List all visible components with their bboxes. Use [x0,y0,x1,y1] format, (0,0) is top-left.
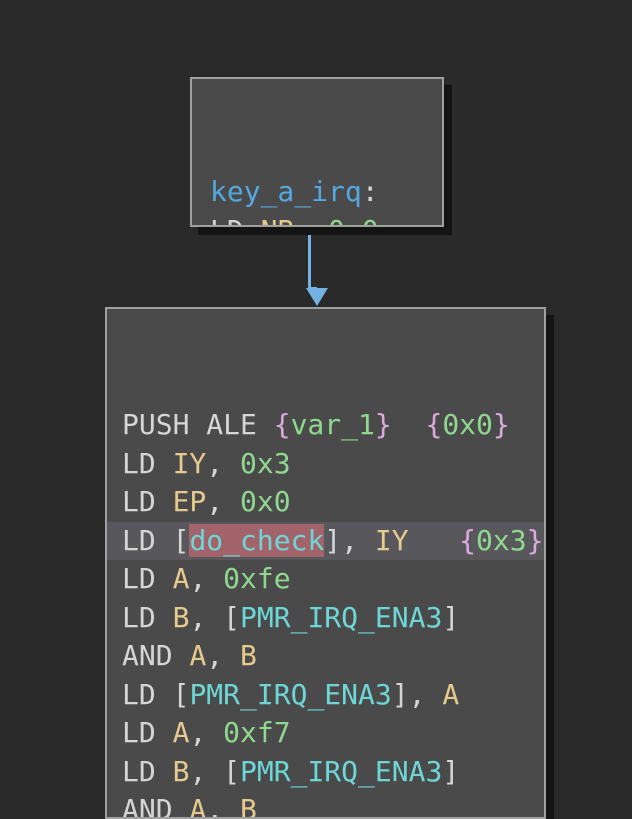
asm-token-brace: { [273,408,291,441]
asm-token-dataref: PMR_IRQ_ENA3 [240,600,443,634]
asm-token-plain: , [206,639,241,672]
asm-token-plain [392,408,426,441]
asm-token-plain: LD [122,716,173,749]
asm-token-plain: , [206,793,241,819]
asm-line[interactable]: LD EP, 0x0 [122,483,529,522]
asm-token-register: EP [172,485,207,518]
control-flow-edge-layer [306,227,328,306]
asm-token-register: B [240,639,257,672]
asm-token-register: A [172,562,190,595]
asm-token-plain: ] [442,600,460,634]
asm-token-number: 0x0 [442,408,493,441]
asm-line[interactable]: LD A, 0xf7 [122,714,529,753]
asm-token-plain: PUSH ALE [122,408,274,441]
asm-token-plain: ], [324,523,375,557]
asm-token-number: 0x0 [328,214,379,226]
asm-token-register: NB [261,214,295,226]
asm-line[interactable]: LD [PMR_IRQ_ENA3], A [122,676,529,715]
asm-line[interactable]: LD A, 0xfe [122,560,529,599]
asm-line[interactable]: key_a_irq: [210,173,424,212]
asm-token-number: 0x0 [240,485,291,518]
asm-token-plain: AND [122,639,190,672]
asm-token-register: B [172,600,190,634]
asm-token-dataref: PMR_IRQ_ENA3 [240,754,443,788]
asm-token-register: B [240,793,257,819]
asm-token-register: IY [374,523,409,557]
asm-token-number: 0xfe [223,562,291,595]
asm-token-plain [409,524,460,557]
asm-token-number: var_1 [290,408,375,441]
asm-token-plain: , [189,562,224,595]
asm-line[interactable]: AND A, B [122,637,529,676]
asm-token-plain: LD [ [122,677,190,711]
asm-token-plain: LD [122,562,173,595]
asm-line[interactable]: LD IY, 0x3 [122,445,529,484]
basic-block-node-entry[interactable]: key_a_irq:LD NB, 0x0JRL data_26bc [190,77,444,227]
asm-line[interactable]: LD B, [PMR_IRQ_ENA3] [122,753,529,792]
asm-token-plain: , [206,446,241,480]
asm-token-brace: { [459,523,477,557]
edge-line [308,227,317,290]
asm-token-plain: , [ [189,754,241,788]
asm-token-number: 0xf7 [223,716,291,749]
asm-token-plain: LD [122,600,173,634]
asm-line[interactable]: LD NB, 0x0 [210,212,424,226]
asm-token-plain: LD [122,754,173,788]
asm-token-plain: LD [210,214,261,226]
edge-arrowhead-icon [306,288,328,306]
asm-token-register: IY [172,446,207,480]
asm-token-plain: LD [122,485,173,518]
asm-token-plain: ], [391,677,443,711]
asm-token-plain: , [ [189,600,241,634]
asm-token-plain: LD [ [122,523,190,557]
asm-token-plain: LD [122,446,173,480]
asm-token-brace: } [492,408,510,441]
asm-line[interactable]: PUSH ALE {var_1} {0x0} [122,406,529,445]
asm-line[interactable]: LD B, [PMR_IRQ_ENA3] [122,599,529,638]
asm-token-plain: , [294,214,328,226]
asm-line[interactable]: AND A, B [122,791,529,819]
asm-token-register: A [189,639,207,672]
asm-token-plain: : [361,175,379,208]
asm-token-number: 0x3 [240,446,291,480]
asm-token-dataref-highlighted: do_check [189,523,325,557]
asm-token-brace: { [425,408,443,441]
asm-token-register: A [189,793,207,819]
asm-node-body: key_a_irq:LD NB, 0x0JRL data_26bc [210,173,424,226]
asm-token-plain: , [206,485,241,518]
asm-token-brace: } [374,408,392,441]
asm-token-register: A [442,677,460,711]
asm-token-register: B [172,754,190,788]
asm-token-brace: } [526,523,544,557]
asm-token-dataref: PMR_IRQ_ENA3 [189,677,392,711]
asm-line-highlighted[interactable]: LD [do_check], IY {0x3} [107,521,544,560]
asm-token-number: 0x3 [476,523,527,557]
asm-token-label: key_a_irq [210,175,362,208]
asm-token-plain: , [189,716,224,749]
asm-token-plain: AND [122,793,190,819]
asm-token-plain: ] [442,754,460,788]
asm-token-register: A [172,716,190,749]
